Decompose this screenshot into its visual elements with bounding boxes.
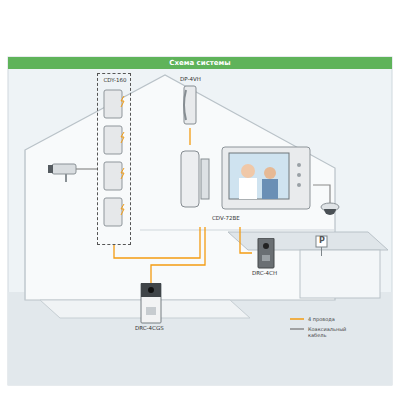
panel-body [141, 283, 161, 323]
coax-wire [313, 185, 330, 203]
camera-body [52, 164, 76, 174]
bolt-symbol [121, 168, 124, 179]
house-wall [25, 150, 26, 300]
cradle [201, 159, 209, 199]
camera-mount [65, 174, 67, 182]
button [297, 183, 301, 187]
panel-speaker [262, 255, 270, 261]
dome [324, 209, 336, 215]
monitor-body [222, 147, 310, 209]
camera-lens [48, 165, 53, 173]
legend-text: 4 провода [308, 316, 354, 322]
interphone-symbol [170, 76, 210, 128]
wire [151, 227, 205, 283]
panel-symbol [135, 283, 167, 325]
carport-roof [228, 232, 388, 250]
parking-sign [316, 236, 327, 247]
interphone-body [184, 86, 196, 124]
panel-symbol [252, 238, 280, 270]
video-monitor: CDV-72BE [178, 145, 313, 227]
panel [8, 57, 392, 385]
sign-post [321, 247, 322, 256]
floor-line [140, 230, 335, 231]
garage [300, 250, 380, 298]
panel-button [146, 307, 156, 315]
interphone: DP-4VH [170, 76, 210, 128]
panel-camera [263, 243, 269, 249]
outdoor-panel: DRC-4CGS [135, 283, 167, 333]
dome-camera [321, 203, 339, 215]
figure [262, 179, 278, 199]
title-band: Схема системы [8, 57, 392, 69]
bolt-symbol [121, 204, 124, 215]
outdoor-panel: DRC-4CH [252, 238, 280, 278]
device-label: CDV-72BE [212, 215, 240, 222]
handset [104, 90, 122, 118]
screen [229, 153, 289, 199]
figure [241, 164, 255, 178]
panel-body [258, 238, 274, 268]
handset [104, 162, 122, 190]
bullet-camera [48, 164, 76, 182]
handset-stack [104, 90, 124, 226]
device-label: DP-4VH [180, 76, 201, 83]
panel-top [141, 283, 161, 297]
figure [239, 178, 257, 199]
legend-swatch [290, 328, 304, 330]
device-label: DRC-4CH [252, 270, 277, 277]
legend-swatch [290, 318, 304, 320]
wire [240, 227, 252, 253]
device-label: DRC-4CGS [135, 325, 164, 332]
bolt-symbol [121, 132, 124, 143]
handset [104, 126, 122, 154]
sign-letter: P [319, 236, 325, 245]
handset-cord [184, 90, 186, 120]
coax-wire [76, 168, 97, 169]
wire [114, 227, 200, 258]
house-outline [25, 75, 335, 300]
ground [8, 292, 392, 385]
monitor-symbol [178, 145, 313, 227]
bolt-symbol [121, 96, 124, 107]
device-group: CDY-160 [97, 73, 131, 245]
button [297, 173, 301, 177]
wire [189, 128, 190, 145]
panel-camera [148, 287, 154, 293]
device-label: CDY-160 [98, 77, 132, 84]
handset [181, 151, 199, 207]
legend-text: Коаксиальный кабель [308, 326, 354, 338]
handset [104, 198, 122, 226]
figure [264, 167, 276, 179]
button [297, 163, 301, 167]
